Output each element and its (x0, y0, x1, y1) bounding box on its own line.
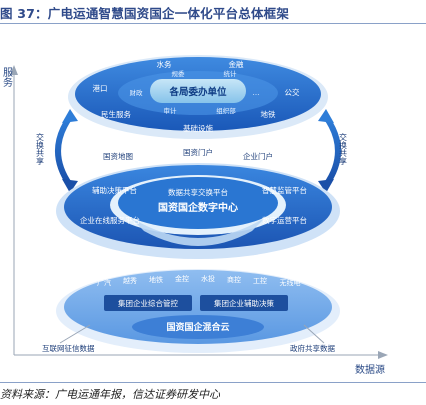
bottom-box-control: 集团企业综合管控 (118, 298, 178, 308)
middle-left-decision: 辅助决策平台 (92, 185, 137, 195)
middle-center-top: 数据共享交换平台 (168, 187, 228, 197)
top-inner-item-more: … (253, 89, 260, 97)
source-connectors (59, 324, 325, 344)
top-outer-item-port: 港口 (93, 83, 108, 93)
exchange-arrow-right (318, 109, 341, 193)
middle-right-supervision: 智慧监管平台 (262, 185, 307, 195)
portal-state-portal: 国资门户 (183, 147, 213, 157)
source-internet-credit: 互联网征信数据 (42, 343, 95, 353)
top-outer-item-livelihood: 民生服务 (101, 109, 131, 119)
bottom-center-label: 国资国企混合云 (166, 321, 229, 333)
top-inner-item-statistics: 统计 (224, 69, 238, 78)
framework-diagram: 服务 数据源 各局委办单位 水务 金融 港口 公交 民生服务 地铁 基础设施 规… (1, 55, 388, 376)
top-outer-item-finance: 金融 (229, 59, 244, 69)
portal-state-map: 国资地图 (103, 151, 133, 161)
bottom-item-industrial-holdings: 工控 (253, 276, 267, 285)
top-inner-item-planning: 规委 (172, 69, 186, 78)
top-layer: 各局委办单位 水务 金融 港口 公交 民生服务 地铁 基础设施 规委 统计 财政… (68, 55, 328, 139)
figure-footer: 资料来源：广电运通年报，信达证券研发中心 (0, 382, 426, 405)
axis-label-service: 服务 (1, 67, 13, 88)
middle-center-main: 国资国企数字中心 (158, 201, 238, 214)
top-outer-item-infrastructure: 基础设施 (183, 123, 213, 133)
figure-header: 图 37：广电运通智慧国资国企一体化平台总体框架 (0, 0, 426, 24)
bottom-item-financial-holdings: 金控 (175, 274, 189, 283)
top-center-label: 各局委办单位 (168, 86, 227, 98)
middle-left-online-service: 企业在线服务平台 (80, 215, 140, 225)
top-inner-item-audit: 审计 (164, 106, 178, 115)
footer-divider (0, 382, 426, 383)
portal-enterprise-portal: 企业门户 (243, 151, 273, 161)
bottom-item-metro: 地铁 (149, 275, 163, 284)
top-inner-item-organization: 组织部 (216, 106, 236, 115)
exchange-label-left: 交换共享 (36, 132, 45, 165)
axis-lines (10, 65, 388, 359)
bottom-item-water-investment: 水投 (201, 274, 215, 283)
source-note: 资料来源：广电运通年报，信达证券研发中心 (0, 388, 220, 401)
axis-label-datasource: 数据源 (355, 363, 385, 376)
figure-title: 图 37：广电运通智慧国资国企一体化平台总体框架 (0, 6, 290, 21)
top-outer-item-bus: 公交 (285, 87, 300, 97)
bottom-layer: 国资国企混合云 集团企业综合管控 集团企业辅助决策 广汽 越秀 地铁 金控 水投… (56, 269, 340, 353)
bottom-item-commerce-holdings: 商控 (227, 275, 241, 284)
bottom-item-radio: 无线电 (280, 278, 301, 287)
bottom-item-yuexiu: 越秀 (123, 276, 137, 285)
middle-right-operation: 数字运营平台 (262, 215, 307, 225)
top-outer-item-metro: 地铁 (261, 109, 276, 119)
header-divider (0, 23, 426, 24)
bottom-box-decision: 集团企业辅助决策 (214, 298, 274, 308)
source-government-shared: 政府共享数据 (290, 343, 335, 353)
exchange-arrow-left (55, 109, 78, 193)
bottom-item-gac: 广汽 (97, 278, 111, 287)
top-inner-item-fiscal: 财政 (130, 88, 144, 97)
exchange-label-right: 交换共享 (339, 132, 348, 165)
top-outer-item-water: 水务 (157, 59, 172, 69)
middle-layer: 数据共享交换平台 国资国企数字中心 辅助决策平台 企业在线服务平台 智慧监管平台… (56, 163, 340, 259)
